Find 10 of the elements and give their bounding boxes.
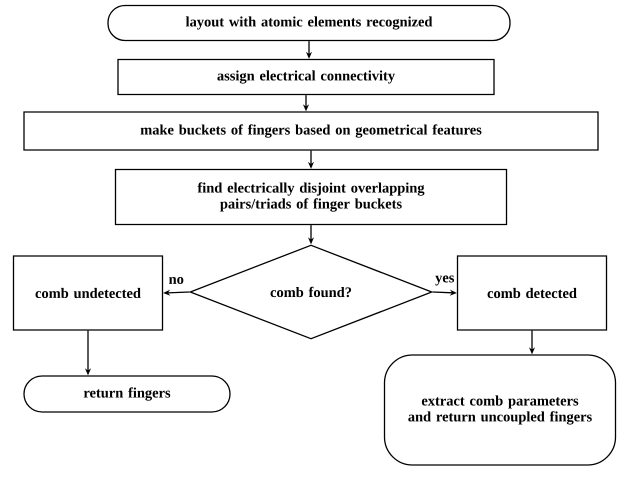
terminal-box: layout with atomic elements recognized — [107, 4, 511, 42]
process-box: assign electrical connectivity — [117, 58, 495, 96]
edge-label: yes — [434, 274, 456, 286]
process-box: find electrically disjoint overlapping pairs/triads of finger buckets — [114, 168, 508, 226]
terminal-box: extract comb parameters and return uncoupled fingers — [384, 354, 616, 466]
process-box: comb detected — [456, 255, 608, 331]
process-box: make buckets of fingers based on geometrical features — [23, 111, 599, 151]
process-box: comb undetected — [12, 255, 164, 331]
edge-label: no — [168, 276, 185, 285]
terminal-box: return fingers — [23, 375, 231, 413]
